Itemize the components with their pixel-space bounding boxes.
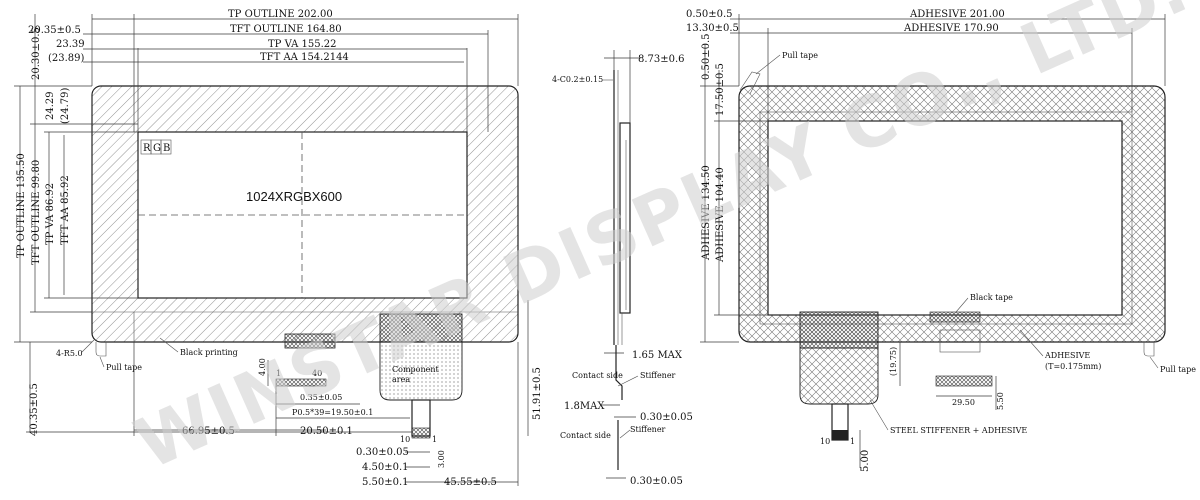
- pixel-label-r: R: [143, 143, 151, 154]
- dim-450: 4.50±0.1: [362, 462, 409, 473]
- dim-550: 5.50±0.1: [362, 477, 409, 488]
- rear-offset-v-050: 0.50±0.5: [701, 33, 712, 80]
- bottom-offset-4035: 40.35±0.5: [29, 383, 40, 436]
- adhesive-total-height: ADHESIVE 134.50: [701, 165, 712, 261]
- contact-side-label-2: Contact side: [560, 431, 611, 440]
- height-300-label: 3.00: [437, 450, 446, 468]
- pull-tape-top-label: Pull tape: [782, 51, 818, 60]
- adhesive-inner-height: ADHESIVE 104.40: [715, 167, 726, 263]
- rear-pin-10: 10: [820, 437, 830, 446]
- dim-4555: 45.55±0.5: [444, 477, 497, 488]
- component-stiffener: [379, 313, 463, 343]
- steel-stiffener-label: STEEL STIFFENER + ADHESIVE: [890, 426, 1027, 435]
- stiffener-label-2: Stiffener: [630, 425, 666, 434]
- max-18-label: 1.8MAX: [564, 401, 605, 412]
- dim-030a: 0.30±0.05: [356, 447, 409, 458]
- active-area: [137, 131, 468, 299]
- side-view: 8.73±0.6 4-C0.2±0.15 1.65 MAX Contact si…: [552, 50, 693, 487]
- tp-outline-height: TP OUTLINE 135.50: [16, 153, 27, 258]
- dim-500: 5.00: [860, 450, 871, 472]
- tp-va-width: TP VA 155.22: [268, 39, 337, 50]
- rear-offset-v-1750: 17.50±0.5: [715, 63, 726, 116]
- tft-outline-height: TFT OUTLINE 99.80: [31, 160, 42, 265]
- dim-550r: 5.50: [996, 392, 1005, 410]
- tail-pin-10-label: 10: [400, 435, 410, 444]
- rear-offset-050: 0.50±0.5: [686, 9, 733, 20]
- adhesive-thickness: (T=0.175mm): [1045, 362, 1101, 371]
- thickness-label: 8.73±0.6: [638, 54, 685, 65]
- pin-pitch-label: P0.5*39=19.50±0.1: [292, 408, 373, 417]
- adhesive-total-width: ADHESIVE 201.00: [909, 9, 1005, 20]
- dim-2950: 29.50: [952, 398, 975, 407]
- connector-area: [284, 333, 336, 349]
- tp-outline-width: TP OUTLINE 202.00: [228, 9, 333, 20]
- rear-view: 10 1 Black tape (19.75) 29.50 5.50 STEEL…: [686, 9, 1196, 472]
- black-tape-label: Black tape: [970, 293, 1013, 302]
- steel-stiffener: [799, 311, 879, 349]
- dim-2050: 20.50±0.1: [300, 426, 353, 437]
- side-030a-label: 0.30±0.05: [640, 412, 693, 423]
- adhesive-opening: [767, 120, 1123, 316]
- adhesive-inner-width: ADHESIVE 170.90: [903, 23, 999, 34]
- rear-fpc: [799, 347, 879, 405]
- dim-5191: 51.91±0.5: [532, 367, 543, 420]
- radius-label: 4-R5.0: [56, 349, 83, 358]
- pin-40-label: 40: [312, 369, 322, 378]
- pull-tape-label: Pull tape: [106, 363, 142, 372]
- offset-v-2030: 20.30±0.5: [31, 27, 42, 80]
- tail-pin-1-label: 1: [432, 435, 437, 444]
- rear-offset-1330: 13.30±0.5: [686, 23, 739, 34]
- component-area: [379, 341, 463, 401]
- pixel-label-b: B: [163, 143, 170, 154]
- black-printing-label: Black printing: [180, 348, 238, 357]
- tft-outline-width: TFT OUTLINE 164.80: [230, 24, 342, 35]
- stiffener-label-1: Stiffener: [640, 371, 676, 380]
- pin-1-label: 1: [276, 369, 281, 378]
- pull-tape-right-label: Pull tape: [1160, 365, 1196, 374]
- resolution-label: 1024XRGBX600: [246, 189, 342, 204]
- dim-6695: 66.95±0.5: [182, 426, 235, 437]
- offset-2035: 20.35±0.5: [28, 25, 81, 36]
- contact-side-label-1: Contact side: [572, 371, 623, 380]
- max-165-label: 1.65 MAX: [632, 350, 683, 361]
- side-030b-label: 0.30±0.05: [630, 476, 683, 487]
- adhesive-callout: ADHESIVE: [1044, 351, 1090, 360]
- tft-aa-height: TFT AA 85.92: [60, 175, 71, 245]
- tp-va-height: TP VA 86.92: [45, 183, 56, 245]
- height-400-label: 4.00: [258, 358, 267, 376]
- dim-1975: (19.75): [889, 347, 898, 376]
- offset-v-2429: 24.29: [45, 91, 56, 120]
- offset-2339: 23.39: [56, 39, 85, 50]
- offset-2389: (23.89): [48, 53, 85, 64]
- pin-width-label: 0.35±0.05: [300, 393, 342, 402]
- tft-aa-width: TFT AA 154.2144: [260, 52, 349, 63]
- offset-v-2479: (24.79): [60, 87, 71, 124]
- pixel-label-g: G: [153, 143, 161, 154]
- chamfer-label: 4-C0.2±0.15: [552, 75, 603, 84]
- rear-pin-1: 1: [850, 437, 855, 446]
